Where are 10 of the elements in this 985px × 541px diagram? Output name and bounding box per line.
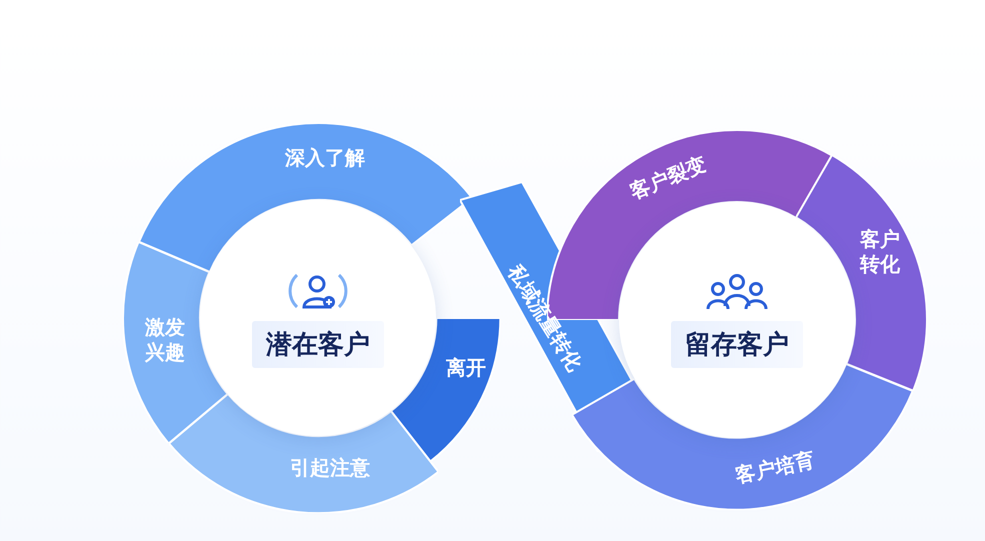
segment-label: 激发兴趣 bbox=[144, 314, 186, 365]
segment-label: 离开 bbox=[446, 356, 486, 380]
segment-label: 客户培育 bbox=[733, 447, 817, 489]
segment-label: 引起注意 bbox=[290, 455, 370, 480]
center-label: 潜在客户 bbox=[252, 320, 384, 368]
center-label: 留存客户 bbox=[671, 320, 803, 368]
segment-label: 私域流量转化 bbox=[502, 260, 588, 376]
segment-label: 客户裂变 bbox=[626, 151, 710, 205]
segment-label: 客户转化 bbox=[859, 226, 901, 277]
segment-label: 深入了解 bbox=[284, 145, 365, 170]
